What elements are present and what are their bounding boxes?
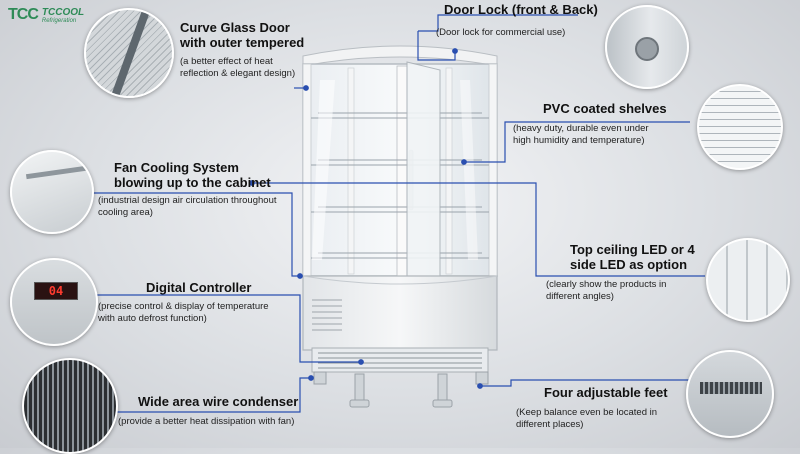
detail-glass-door-image [84,8,174,98]
feature-pvc-shelves: PVC coated shelves (heavy duty, durable … [513,101,698,147]
feature-desc-line: reflection & elegant design) [180,68,296,79]
feature-title-line: Digital Controller [146,280,252,295]
feature-title-line: with outer tempered [180,35,305,50]
feature-desc-line: (precise control & display of temperatur… [98,301,269,312]
connector-lines [92,14,705,413]
feature-desc-line: (clearly show the products in [546,279,667,290]
feature-title-line: blowing up to the cabinet [114,175,271,190]
logo-tagline: Refrigeration [41,17,77,24]
feature-door-lock: Door Lock (front & Back) (Door lock for … [436,2,614,39]
feature-desc-line: (heavy duty, durable even under [513,123,649,134]
adjustable-feet [313,371,489,408]
feature-title-line: Door Lock (front & Back) [444,2,598,17]
feature-desc-line: (provide a better heat dissipation with … [118,416,295,427]
detail-led-image [706,238,790,322]
feature-desc-line: (Keep balance even be located in [516,407,658,418]
detail-feet-image [686,350,774,438]
feature-desc-line: different places) [516,419,584,430]
feature-digital-controller: Digital Controller (precise control & di… [98,280,298,325]
feature-desc-line: high humidity and temperature) [513,135,645,146]
feature-fan-cooling: Fan Cooling System blowing up to the cab… [98,160,308,219]
glass-door [406,61,441,297]
feature-title-line: PVC coated shelves [543,101,667,116]
feature-desc-line: (a better effect of heat [180,56,273,67]
logo-mark: TCC [8,6,39,23]
shelves [311,112,489,259]
detail-controller-image: 04 [10,258,98,346]
feature-title-line: Top ceiling LED or 4 [570,242,695,257]
feature-feet: Four adjustable feet (Keep balance even … [516,385,686,431]
glass-cabinet [302,63,498,295]
brand-logo: TCC TCCOOL Refrigeration [8,6,84,24]
controller-display: 04 [34,282,78,300]
feature-title-line: side LED as option [570,257,688,272]
logo-name: TCCOOL [41,6,85,18]
feature-title-line: Four adjustable feet [544,385,668,400]
feature-led: Top ceiling LED or 4 side LED as option … [546,242,706,303]
detail-door-lock-image [605,5,689,89]
feature-desc-line: with auto defrost function) [98,313,207,324]
feature-desc-line: (industrial design air circulation throu… [98,195,277,206]
feature-desc-line: cooling area) [98,207,153,218]
feature-title-line: Fan Cooling System [114,160,239,175]
detail-fan-image [10,150,94,234]
feature-desc-line: different angles) [546,291,614,302]
detail-condenser-image [22,358,118,454]
feature-desc-line: (Door lock for commercial use) [436,27,566,38]
feature-condenser: Wide area wire condenser (provide a bett… [118,394,318,428]
cabinet-top [302,45,498,67]
base-cabinet [302,275,498,373]
feature-curve-glass: Curve Glass Door with outer tempered (a … [180,20,310,80]
feature-title-line: Wide area wire condenser [138,394,299,409]
feature-title-line: Curve Glass Door [180,20,290,35]
detail-shelves-image [697,84,783,170]
